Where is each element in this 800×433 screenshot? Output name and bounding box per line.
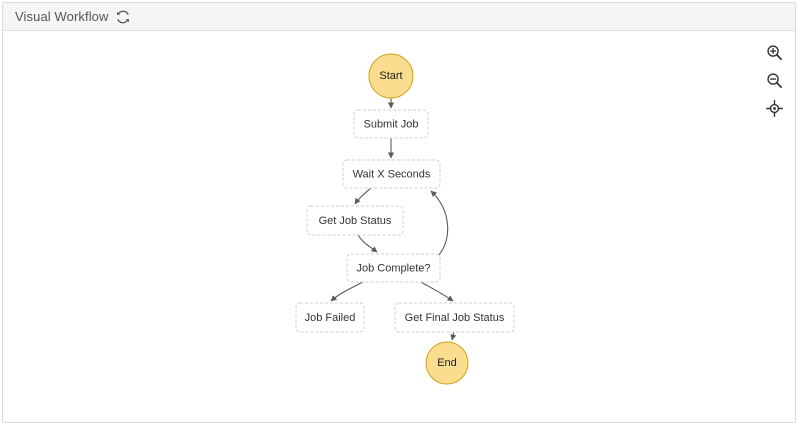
- node-end-label: End: [437, 357, 457, 369]
- node-start[interactable]: Start: [368, 53, 414, 99]
- node-wait-x-seconds[interactable]: Wait X Seconds: [342, 159, 441, 189]
- node-get-job-status-label: Get Job Status: [319, 215, 392, 227]
- node-submit-job-label: Submit Job: [363, 119, 418, 131]
- edge-job-complete-to-job-failed: [330, 281, 364, 302]
- node-job-complete[interactable]: Job Complete?: [346, 253, 441, 283]
- edge-wait-to-get-job-status: [354, 187, 372, 205]
- node-get-final-job-status[interactable]: Get Final Job Status: [394, 302, 515, 333]
- workflow-canvas[interactable]: Start Submit Job Wait X Seconds Get Job …: [3, 32, 795, 422]
- edge-job-complete-to-get-final-job-status: [420, 281, 454, 302]
- zoom-controls: [765, 43, 783, 117]
- panel-header: Visual Workflow: [3, 3, 795, 31]
- crosshair-fit-icon[interactable]: [765, 99, 783, 117]
- visual-workflow-panel: Visual Workflow: [2, 2, 796, 423]
- node-layer: Start Submit Job Wait X Seconds Get Job …: [295, 53, 515, 385]
- edge-get-final-job-status-to-end: [450, 331, 457, 341]
- zoom-out-icon[interactable]: [765, 71, 783, 89]
- node-submit-job[interactable]: Submit Job: [353, 109, 429, 139]
- workflow-graph: Start Submit Job Wait X Seconds Get Job …: [295, 53, 515, 385]
- node-get-final-job-status-label: Get Final Job Status: [405, 312, 505, 324]
- edge-layer: [330, 98, 457, 341]
- node-end[interactable]: End: [425, 341, 469, 385]
- node-get-job-status[interactable]: Get Job Status: [306, 205, 404, 236]
- node-job-failed[interactable]: Job Failed: [295, 302, 365, 333]
- node-job-complete-label: Job Complete?: [357, 263, 431, 275]
- node-start-label: Start: [379, 70, 402, 82]
- refresh-icon[interactable]: [116, 10, 130, 24]
- page-title: Visual Workflow: [15, 9, 109, 24]
- node-job-failed-label: Job Failed: [305, 312, 356, 324]
- edge-job-complete-to-wait-loop: [430, 190, 449, 257]
- node-wait-x-seconds-label: Wait X Seconds: [353, 169, 431, 181]
- edge-get-job-status-to-job-complete: [357, 234, 378, 253]
- zoom-in-icon[interactable]: [765, 43, 783, 61]
